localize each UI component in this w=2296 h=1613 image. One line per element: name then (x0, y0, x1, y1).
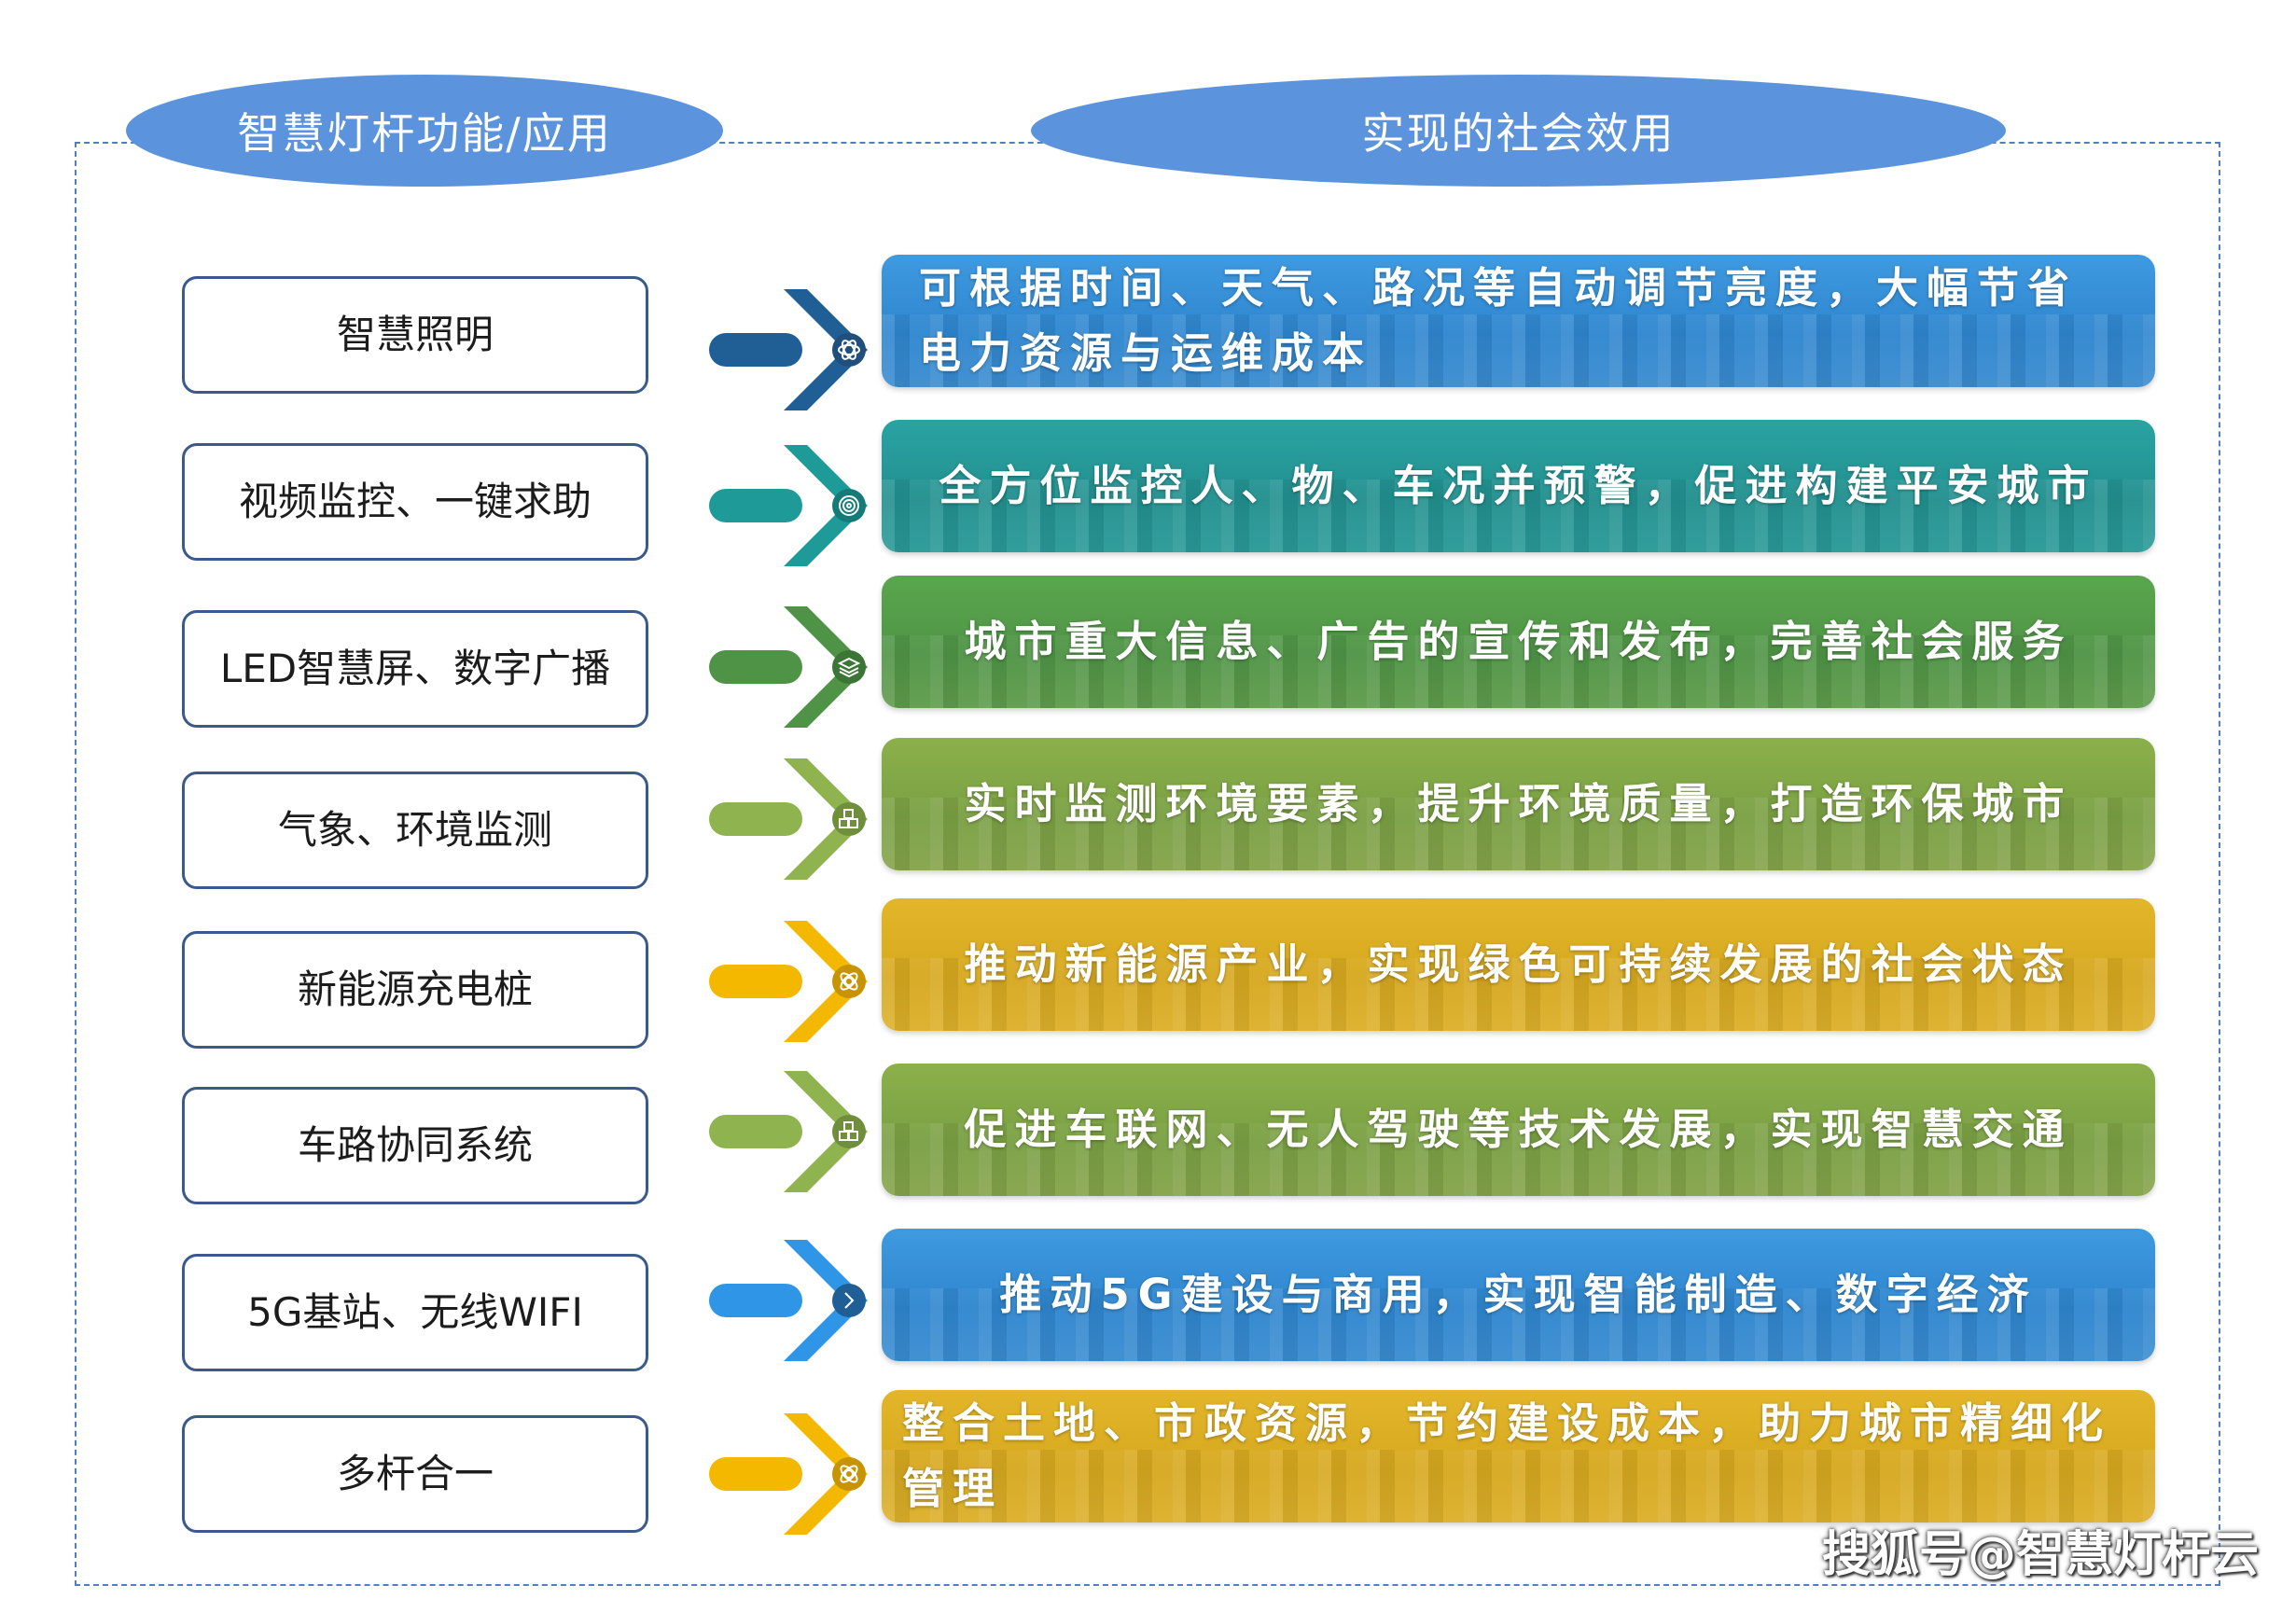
function-box-led: LED智慧屏、数字广播 (182, 610, 648, 728)
function-box-video: 视频监控、一键求助 (182, 443, 648, 561)
effect-text: 城市重大信息、广告的宣传和发布，完善社会服务 (964, 609, 2072, 674)
header-social-effects: 实现的社会效用 (1031, 75, 2006, 187)
function-label: 视频监控、一键求助 (239, 479, 591, 525)
function-label: 车路协同系统 (298, 1122, 533, 1169)
arrow-connector (704, 754, 872, 884)
effect-text: 促进车联网、无人驾驶等技术发展，实现智慧交通 (964, 1097, 2072, 1162)
effect-box-led: 城市重大信息、广告的宣传和发布，完善社会服务 (882, 576, 2155, 708)
function-label: 多杆合一 (337, 1451, 494, 1497)
effect-box-multi-pole: 整合土地、市政资源，节约建设成本，助力城市精细化管理 (882, 1390, 2155, 1523)
effect-text: 推动新能源产业，实现绿色可持续发展的社会状态 (964, 932, 2072, 997)
function-label: 气象、环境监测 (278, 807, 552, 854)
effect-text: 推动5G建设与商用，实现智能制造、数字经济 (999, 1262, 2037, 1328)
effect-box-5g: 推动5G建设与商用，实现智能制造、数字经济 (882, 1229, 2155, 1361)
arrow-connector (704, 285, 872, 415)
function-box-v2x: 车路协同系统 (182, 1087, 648, 1204)
function-box-5g: 5G基站、无线WIFI (182, 1254, 648, 1371)
function-label: LED智慧屏、数字广播 (220, 646, 610, 692)
function-label: 新能源充电桩 (298, 966, 533, 1013)
effect-box-charging: 推动新能源产业，实现绿色可持续发展的社会状态 (882, 898, 2155, 1031)
function-label: 5G基站、无线WIFI (247, 1289, 583, 1336)
function-box-charging: 新能源充电桩 (182, 931, 648, 1049)
arrow-connector (704, 1066, 872, 1197)
effect-box-weather: 实时监测环境要素，提升环境质量，打造环保城市 (882, 738, 2155, 870)
function-box-lighting: 智慧照明 (182, 276, 648, 394)
header-functions: 智慧灯杆功能/应用 (126, 75, 723, 187)
effect-box-lighting: 可根据时间、天气、路况等自动调节亮度，大幅节省电力资源与运维成本 (882, 255, 2155, 387)
effect-text: 全方位监控人、物、车况并预警，促进构建平安城市 (939, 453, 2097, 519)
arrow-connector (704, 440, 872, 571)
arrow-connector (704, 916, 872, 1047)
effect-text: 可根据时间、天气、路况等自动调节亮度，大幅节省电力资源与运维成本 (919, 256, 2118, 386)
function-box-multi-pole: 多杆合一 (182, 1415, 648, 1533)
watermark: 搜狐号@智慧灯杆云 (1822, 1515, 2259, 1585)
effect-box-v2x: 促进车联网、无人驾驶等技术发展，实现智慧交通 (882, 1064, 2155, 1196)
function-box-weather: 气象、环境监测 (182, 772, 648, 889)
effect-text: 整合土地、市政资源，节约建设成本，助力城市精细化管理 (902, 1391, 2118, 1522)
effect-box-video: 全方位监控人、物、车况并预警，促进构建平安城市 (882, 420, 2155, 552)
effect-text: 实时监测环境要素，提升环境质量，打造环保城市 (964, 772, 2072, 837)
arrow-connector (704, 602, 872, 732)
arrow-connector (704, 1409, 872, 1539)
arrow-connector (704, 1235, 872, 1366)
function-label: 智慧照明 (337, 312, 494, 358)
